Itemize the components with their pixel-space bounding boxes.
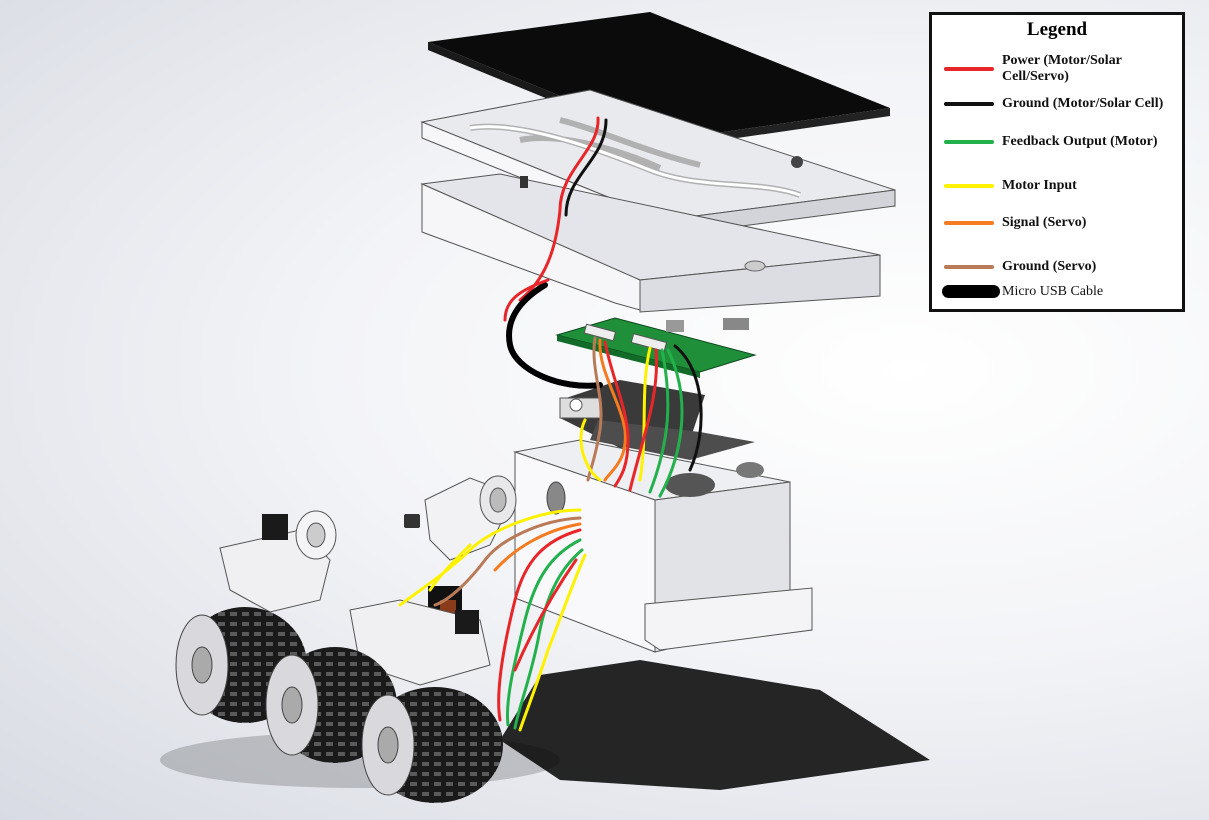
yellow-line-icon [944,184,994,188]
brown-line-icon [944,265,994,269]
black-line-icon [944,102,994,106]
usb-cable-icon [942,285,1000,298]
green-line-icon [944,140,994,144]
legend-label: Feedback Output (Motor) [1002,134,1158,149]
legend-label: Micro USB Cable [1002,284,1104,299]
legend-label: Ground (Motor/Solar Cell) [1002,96,1164,111]
legend-label: Signal (Servo) [1002,215,1087,230]
red-line-icon [944,67,994,71]
legend-item-power: Power (Motor/Solar Cell/Servo) [940,51,1184,87]
wheel-assembly [175,510,503,803]
legend-item-signal: Signal (Servo) [940,208,1184,238]
legend-label: Ground (Servo) [1002,259,1097,274]
legend: Legend Power (Motor/Solar Cell/Servo) Gr… [929,12,1185,312]
legend-item-ground-motor: Ground (Motor/Solar Cell) [940,89,1184,119]
legend-label: Power (Motor/Solar Cell/Servo) [1002,53,1122,84]
wiring [398,116,703,732]
legend-label: Motor Input [1002,178,1077,193]
orange-line-icon [944,221,994,225]
legend-title: Legend [1026,19,1088,40]
legend-item-ground-servo: Ground (Servo) [940,252,1184,282]
legend-item-motor-input: Motor Input [940,171,1184,201]
upper-housing [420,173,881,313]
legend-item-feedback: Feedback Output (Motor) [940,127,1184,157]
legend-item-usb: Micro USB Cable [940,277,1184,307]
